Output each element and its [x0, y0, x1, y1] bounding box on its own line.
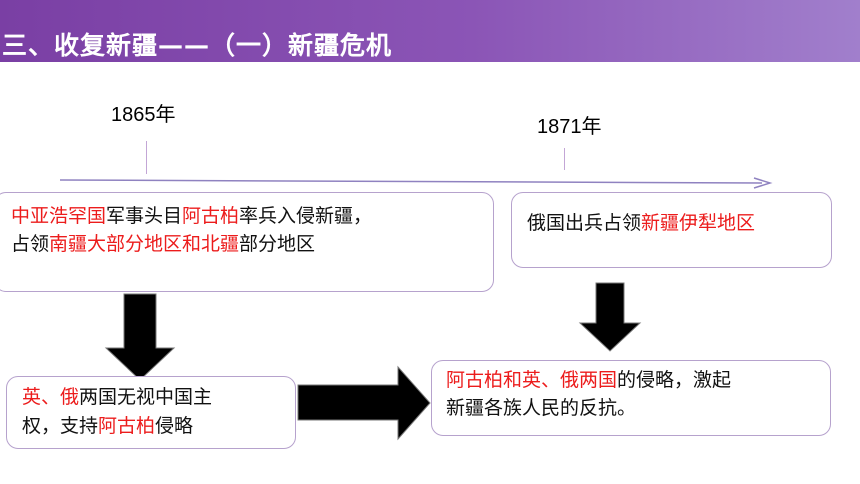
box-agubo-invasion: 中亚浩罕国军事头目阿古柏率兵入侵新疆， 占领南疆大部分地区和北疆部分地区	[0, 192, 494, 292]
box2-seg: 俄国出兵占领	[527, 212, 642, 234]
down-arrow-right	[578, 282, 642, 352]
box1-seg: 占领	[11, 233, 50, 255]
box1-seg: 南疆大部分地区和北疆	[49, 233, 240, 255]
timeline-line	[59, 179, 763, 184]
timeline-tick-1865	[146, 141, 147, 174]
box4-seg: 新疆各族人民的反抗。	[446, 397, 637, 419]
box1-line1: 中亚浩罕国军事头目阿古柏率兵入侵新疆，	[11, 203, 372, 230]
box4-seg: 阿古柏和英、俄两国	[446, 369, 618, 391]
box2-line1: 俄国出兵占领新疆伊犁地区	[527, 210, 755, 237]
box1-seg: 中亚浩罕国	[11, 205, 107, 227]
box-russia-ili: 俄国出兵占领新疆伊犁地区	[511, 192, 832, 268]
down-arrow-left	[104, 293, 176, 381]
box3-seg: 英、俄	[22, 386, 80, 408]
box3-line1: 英、俄两国无视中国主	[22, 384, 212, 411]
box1-seg: 部分地区	[239, 233, 316, 255]
box4-line2: 新疆各族人民的反抗。	[446, 395, 636, 422]
year-1865: 1865年	[111, 104, 176, 126]
box1-seg: 军事头目	[106, 205, 183, 227]
timeline-arrowhead	[753, 177, 773, 189]
box3-line2: 权，支持阿古柏侵略	[22, 413, 193, 440]
box1-line2: 占领南疆大部分地区和北疆部分地区	[11, 231, 315, 258]
box4-line1: 阿古柏和英、俄两国的侵略，激起	[446, 367, 731, 394]
right-arrow	[297, 365, 431, 441]
box3-seg: 阿古柏	[98, 415, 156, 437]
timeline-tick-1871	[564, 148, 565, 170]
box3-seg: 两国无视中国主	[79, 386, 213, 408]
box1-seg: 率兵入侵新疆，	[239, 205, 373, 227]
box3-seg: 侵略	[155, 415, 194, 437]
header-bar: 三、收复新疆——（一）新疆危机	[0, 0, 860, 62]
box3-seg: 权，支持	[22, 415, 99, 437]
year-1871: 1871年	[537, 116, 602, 138]
box1-seg: 阿古柏	[182, 205, 240, 227]
page-title: 三、收复新疆——（一）新疆危机	[2, 31, 393, 60]
box-resistance: 阿古柏和英、俄两国的侵略，激起 新疆各族人民的反抗。	[431, 360, 831, 436]
box4-seg: 的侵略，激起	[617, 369, 732, 391]
box-britain-russia-support: 英、俄两国无视中国主 权，支持阿古柏侵略	[6, 376, 296, 449]
box2-seg: 新疆伊犁地区	[641, 212, 756, 234]
